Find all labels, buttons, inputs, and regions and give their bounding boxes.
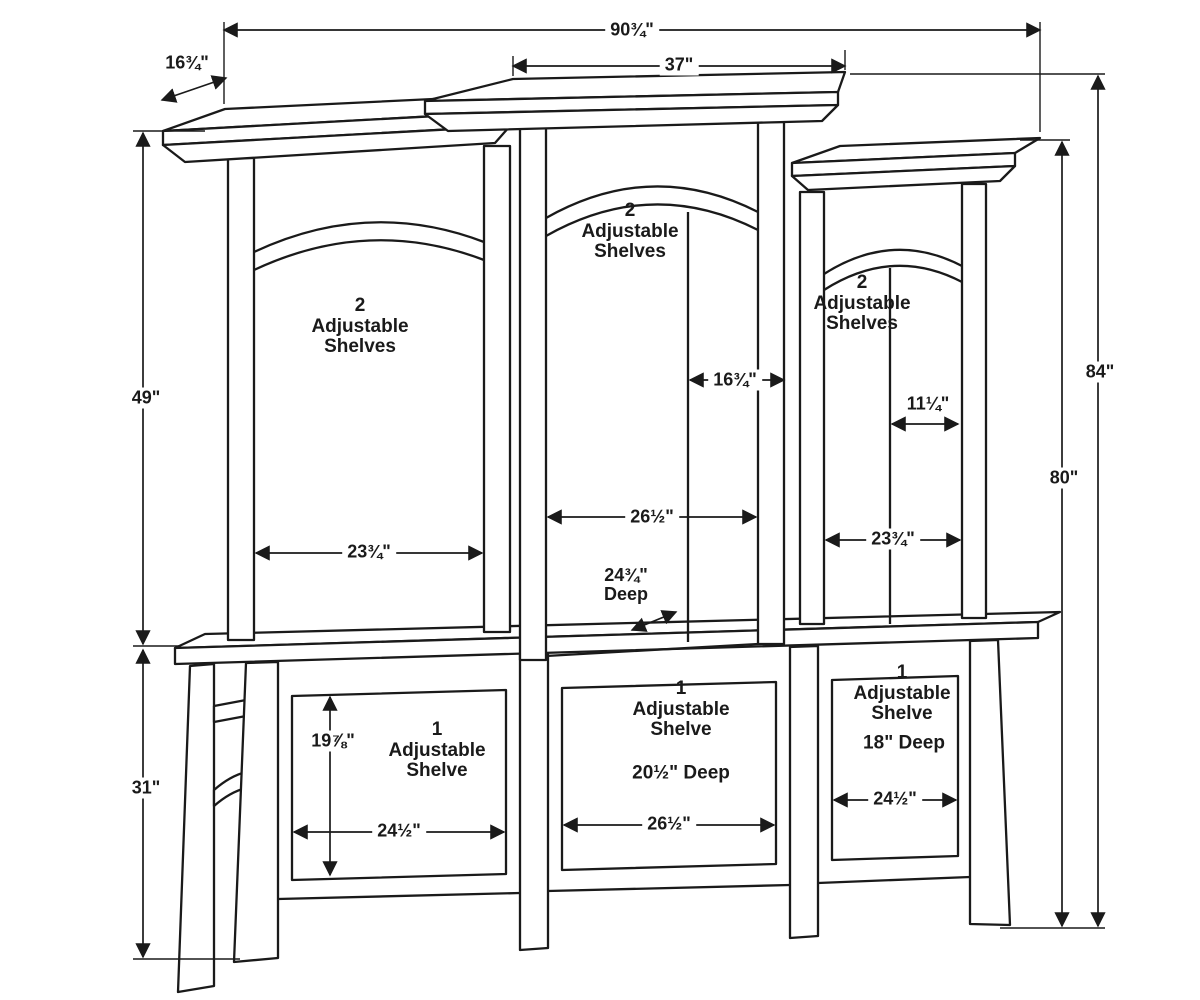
label-upper-left-shelves: 2 Adjustable Shelves	[311, 296, 408, 358]
label-upper-right-line2: Shelves	[826, 313, 898, 335]
base-leg-far-right	[968, 638, 1012, 927]
dim-right-inner-partial: 11¼"	[901, 393, 955, 415]
dim-base-left-width: 24½"	[372, 820, 426, 842]
label-lower-right-depth: 18" Deep	[863, 732, 945, 754]
dim-center-top-depth-value: 24¾"	[604, 565, 648, 586]
left-post-right	[482, 144, 512, 634]
base-side-slat-top	[212, 698, 248, 724]
dim-left-opening: 23¾"	[342, 541, 396, 563]
base-bottom-rail-right	[817, 875, 971, 885]
base-side-leg	[176, 662, 216, 994]
right-tower-outline	[790, 136, 1042, 626]
center-cap-crown	[423, 103, 840, 133]
dim-line-cap-depth	[160, 75, 228, 103]
center-arch-lower	[545, 203, 759, 238]
base-bottom-rail-left	[277, 891, 521, 901]
label-upper-left-line2: Shelves	[324, 336, 396, 358]
dim-right-opening: 23¾"	[866, 528, 920, 550]
label-upper-center-shelves: 2 Adjustable Shelves	[581, 201, 678, 263]
base-panel-left	[290, 688, 508, 882]
dim-center-top-depth: 24¾" Deep	[598, 565, 654, 604]
base-top-front-edge	[173, 620, 1040, 666]
dim-base-center-width: 26½"	[642, 813, 696, 835]
center-arch-upper	[545, 185, 759, 220]
dim-center-inner-partial: 16¾"	[708, 369, 762, 391]
label-lower-center-count: 1	[675, 678, 687, 700]
center-post-left	[518, 126, 548, 662]
label-upper-left-count: 2	[354, 295, 366, 317]
dim-total-width: 90¾"	[605, 19, 659, 41]
label-upper-right-line1: Adjustable	[813, 292, 911, 314]
label-lower-left-count: 1	[431, 719, 443, 741]
dim-side-tower-height: 80"	[1044, 467, 1084, 489]
left-arch-lower	[253, 239, 485, 272]
base-leg-far-left	[232, 660, 280, 964]
dim-base-right-width: 24½"	[868, 788, 922, 810]
dim-base-height: 31"	[126, 777, 166, 799]
label-lower-left-line2: Shelve	[406, 760, 468, 782]
dim-center-section-width: 37"	[659, 54, 699, 76]
right-cap-crown	[790, 164, 1017, 192]
right-post-right	[960, 182, 988, 620]
left-arch-upper	[253, 221, 485, 254]
label-upper-right-shelves: 2 Adjustable Shelves	[813, 273, 910, 335]
label-lower-center-shelf: 1 Adjustable Shelve	[632, 679, 729, 741]
label-lower-center-line2: Shelve	[650, 719, 712, 741]
base-panel-right	[830, 674, 960, 862]
label-lower-right-count: 1	[896, 662, 908, 684]
label-lower-left-shelf: 1 Adjustable Shelve	[388, 720, 485, 782]
label-lower-center-depth: 20½" Deep	[632, 762, 730, 784]
center-bottom-edge	[545, 642, 759, 658]
base-bottom-rail-center	[547, 883, 791, 893]
label-upper-center-count: 2	[624, 200, 636, 222]
base-stile-mid-left	[518, 652, 550, 952]
left-tower-outline	[161, 92, 540, 642]
witness-lines	[133, 22, 1105, 960]
label-lower-right-shelf: 1 Adjustable Shelve	[853, 663, 950, 725]
right-post-left	[798, 190, 826, 626]
base-panel-center	[560, 680, 778, 872]
left-post-left	[226, 156, 256, 642]
dim-upper-height: 49"	[126, 387, 166, 409]
label-upper-right-count: 2	[856, 272, 868, 294]
dim-total-height: 84"	[1080, 361, 1120, 383]
left-cap-crown	[161, 124, 512, 164]
label-upper-center-line2: Shelves	[594, 241, 666, 263]
right-arch-lower	[823, 264, 963, 291]
label-lower-center-line1: Adjustable	[632, 698, 730, 720]
base-cabinet-outline	[173, 610, 1062, 994]
dim-base-panel-height: 19⅞"	[306, 730, 360, 752]
dim-center-top-depth-word: Deep	[603, 584, 649, 604]
dim-line-center-top-depth	[630, 610, 678, 632]
label-upper-center-line1: Adjustable	[581, 220, 679, 242]
label-lower-right-line2: Shelve	[871, 703, 933, 725]
right-arch-upper	[823, 248, 963, 275]
base-stile-mid-right	[788, 644, 820, 940]
dim-center-opening: 26½"	[625, 506, 679, 528]
dimension-lines	[133, 22, 1106, 960]
dim-cap-depth: 16¾"	[160, 52, 214, 74]
label-lower-right-line1: Adjustable	[853, 682, 951, 704]
center-tower-outline	[423, 70, 847, 662]
label-lower-left-line1: Adjustable	[388, 739, 486, 761]
center-post-right	[756, 120, 786, 646]
label-upper-left-line1: Adjustable	[311, 315, 409, 337]
